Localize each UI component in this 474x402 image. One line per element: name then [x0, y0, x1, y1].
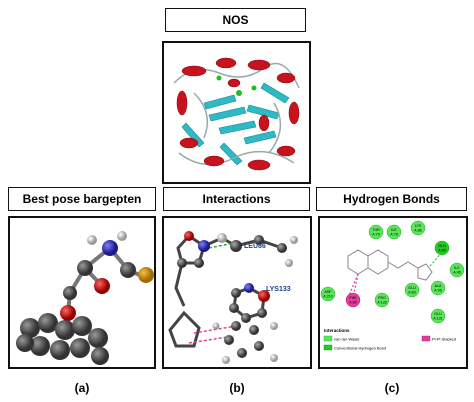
best-pose-molecule-graphic	[16, 231, 154, 365]
header-interactions: Interactions	[163, 187, 310, 211]
legend-swatch-hbond	[323, 344, 333, 351]
residue-circle	[368, 224, 384, 240]
hbond-2d-diagram: THRA:79ILEA:78LYSA:86GLNA:85ILEA:45ASPA:…	[320, 220, 465, 351]
protein-ribbon-graphic	[164, 43, 309, 182]
residue-label-2: LYS133	[266, 286, 291, 293]
interactions-molecule-graphic: LEU86 LYS133	[168, 231, 298, 364]
residue-circle	[410, 220, 426, 236]
residue-circle	[434, 240, 450, 256]
residue-label: ILE	[391, 228, 397, 232]
residue-circle	[430, 308, 446, 324]
protein-structure-image	[162, 41, 311, 184]
residue-circle	[345, 292, 361, 308]
interactions-panel: LEU86 LYS133	[162, 216, 312, 369]
header-best-pose: Best pose bargepten	[8, 187, 156, 211]
residue-circle	[374, 292, 390, 308]
residue-circle	[320, 286, 336, 302]
legend-hbond: Conventional Hydrogen Bond	[334, 346, 386, 351]
title-box: NOS	[165, 8, 306, 32]
residue-label: A:78	[390, 233, 397, 237]
residue-label: A:95	[434, 289, 441, 293]
header-best-pose-label: Best pose bargepten	[22, 192, 142, 206]
residue-circle	[449, 262, 465, 278]
caption-c: (c)	[384, 381, 400, 395]
residue-label: GLU	[434, 312, 442, 316]
residue-label: PRO	[378, 296, 386, 300]
residue-circle	[386, 224, 402, 240]
header-interactions-label: Interactions	[202, 192, 271, 206]
residue-label: A:210	[323, 295, 332, 299]
legend-title: Interactions	[324, 328, 350, 333]
residue-label: A:79	[372, 233, 379, 237]
residue-label: THR	[372, 228, 380, 232]
residue-label-1: LEU86	[244, 243, 266, 250]
legend-swatch-pipi	[421, 335, 431, 342]
residue-label: ALA	[435, 284, 442, 288]
residue-label: PHE	[349, 296, 357, 300]
caption-a: (a)	[74, 381, 90, 395]
legend-swatch-vdw	[323, 335, 333, 342]
residue-label: ASP	[324, 290, 332, 294]
caption-b: (b)	[229, 381, 245, 395]
residue-label: A:83	[408, 291, 415, 295]
residue-circle	[404, 282, 420, 298]
residue-label: A:133	[377, 301, 386, 305]
residue-label: GLN	[438, 244, 446, 248]
residue-label: A:131	[433, 317, 442, 321]
residue-label: A:80	[349, 301, 356, 305]
residue-label: GLU	[408, 286, 416, 290]
title-label: NOS	[222, 13, 249, 27]
legend-pipi: Pi-Pi Stacked	[432, 337, 456, 342]
residue-label: A:85	[438, 249, 445, 253]
legend-vdw: van der Waals	[334, 337, 359, 342]
best-pose-panel	[8, 216, 156, 369]
residue-label: ILE	[454, 266, 460, 270]
residue-circle	[430, 280, 446, 296]
residue-label: A:45	[453, 271, 460, 275]
residue-label: A:86	[414, 229, 421, 233]
header-hydrogen-bonds: Hydrogen Bonds	[316, 187, 467, 211]
header-hydrogen-bonds-label: Hydrogen Bonds	[343, 192, 440, 206]
residue-label: LYS	[415, 224, 422, 228]
